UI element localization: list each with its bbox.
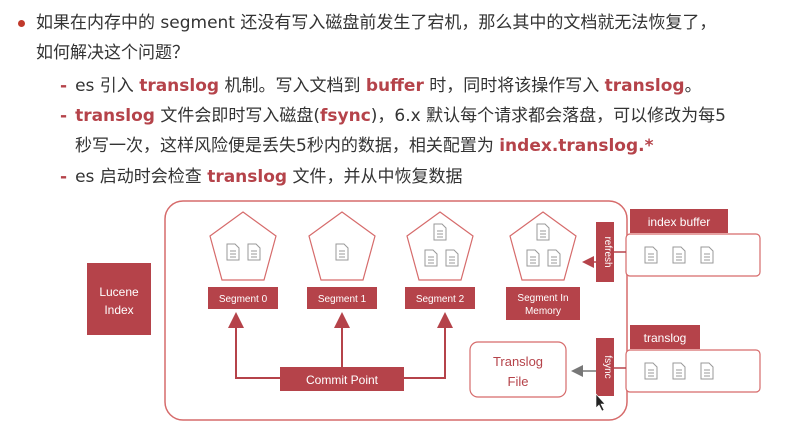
- document-icon: [700, 246, 714, 264]
- dash: -: [60, 76, 68, 96]
- lucene-index-box: [87, 263, 151, 335]
- segment-memory-label-1: Segment In: [517, 293, 568, 304]
- segment-2-box: [405, 287, 475, 309]
- document-icon: [536, 223, 550, 241]
- document-icon: [226, 243, 240, 261]
- keyword-translog: translog: [207, 167, 288, 187]
- paragraph-text: 如果在内存中的 segment 还没有写入磁盘前发生了宕机，那么其中的文档就无法…: [36, 13, 717, 33]
- text: es 启动时会检查: [75, 167, 208, 187]
- keyword-buffer: buffer: [365, 76, 424, 96]
- commit-arrow-segment-2: [404, 312, 453, 379]
- sub-bullet-1: -es 引入 translog 机制。写入文档到 buffer 时，同时将该操作…: [60, 75, 702, 97]
- document-icon: [445, 249, 459, 267]
- keyword-translog: translog: [139, 76, 220, 96]
- document-icon: [424, 249, 438, 267]
- document-icon: [526, 249, 540, 267]
- keyword-translog: translog: [604, 76, 685, 96]
- refresh-label: refresh: [602, 236, 613, 267]
- segment-1-label: Segment 1: [318, 294, 367, 305]
- bullet-dot: [18, 20, 25, 27]
- text: 文件会即时写入磁盘(: [154, 106, 320, 126]
- document-icon: [700, 362, 714, 380]
- translog-label-box: [630, 325, 700, 349]
- paragraph-line-2: 如何解决这个问题？: [36, 42, 189, 64]
- commit-point-label: Commit Point: [306, 373, 379, 387]
- dash: -: [60, 167, 68, 187]
- mouse-cursor-icon: [595, 393, 606, 412]
- dash: -: [60, 106, 68, 126]
- segment-2-pentagon: [406, 211, 474, 281]
- fsync-box: [596, 338, 614, 396]
- document-icon: [433, 223, 447, 241]
- lucene-index-label-2: Index: [104, 303, 133, 317]
- sub-bullet-3: -es 启动时会检查 translog 文件，并从中恢复数据: [60, 166, 462, 188]
- text: 时，同时将该操作写入: [423, 76, 605, 96]
- commit-arrow-segment-0: [228, 312, 280, 379]
- text: 文件，并从中恢复数据: [287, 167, 463, 187]
- segment-0-label: Segment 0: [219, 294, 268, 305]
- document-icon: [672, 362, 686, 380]
- text: 秒写一次，这样风险便是丢失5秒内的数据，相关配置为: [75, 136, 500, 156]
- keyword-fsync: fsync: [320, 106, 371, 126]
- sub-bullet-2: -translog 文件会即时写入磁盘(fsync)，6.x 默认每个请求都会落…: [60, 105, 726, 127]
- index-buffer-box: [625, 233, 761, 277]
- document-icon: [247, 243, 261, 261]
- text: es 引入: [75, 76, 140, 96]
- segment-2-label: Segment 2: [416, 294, 465, 305]
- translog-file-box: [469, 341, 567, 398]
- translog-label: translog: [644, 331, 687, 345]
- sub-bullet-2-cont: 秒写一次，这样风险便是丢失5秒内的数据，相关配置为 index.translog…: [75, 135, 654, 157]
- segment-memory-box: [506, 287, 580, 320]
- index-buffer-label-box: [630, 209, 728, 233]
- document-icon: [672, 246, 686, 264]
- fsync-label: fsync: [602, 355, 613, 378]
- text: 机制。写入文档到: [219, 76, 366, 96]
- refresh-box: [596, 222, 614, 282]
- document-icon: [547, 249, 561, 267]
- segment-memory-label-2: Memory: [525, 306, 561, 317]
- segment-0-pentagon: [209, 211, 277, 281]
- translog-file-label-1: Translog: [493, 354, 543, 369]
- document-icon: [335, 243, 349, 261]
- translog-file-label-2: File: [508, 374, 529, 389]
- text: 。: [684, 76, 702, 96]
- keyword-translog: translog: [75, 106, 155, 126]
- index-buffer-label: index buffer: [648, 215, 711, 229]
- segment-1-box: [307, 287, 377, 309]
- segment-0-box: [208, 287, 278, 309]
- document-icon: [644, 362, 658, 380]
- lucene-index-label-1: Lucene: [99, 285, 139, 299]
- keyword-config: index.translog.*: [499, 136, 654, 156]
- paragraph-line-1: 如果在内存中的 segment 还没有写入磁盘前发生了宕机，那么其中的文档就无法…: [36, 12, 716, 34]
- text: )，6.x 默认每个请求都会落盘，可以修改为每5: [370, 106, 726, 126]
- paragraph-text: 如何解决这个问题？: [36, 43, 189, 63]
- shard-container: [164, 200, 628, 421]
- translog-box: [625, 349, 761, 393]
- document-icon: [644, 246, 658, 264]
- segment-memory-pentagon: [509, 211, 577, 281]
- commit-point-box: [280, 367, 404, 391]
